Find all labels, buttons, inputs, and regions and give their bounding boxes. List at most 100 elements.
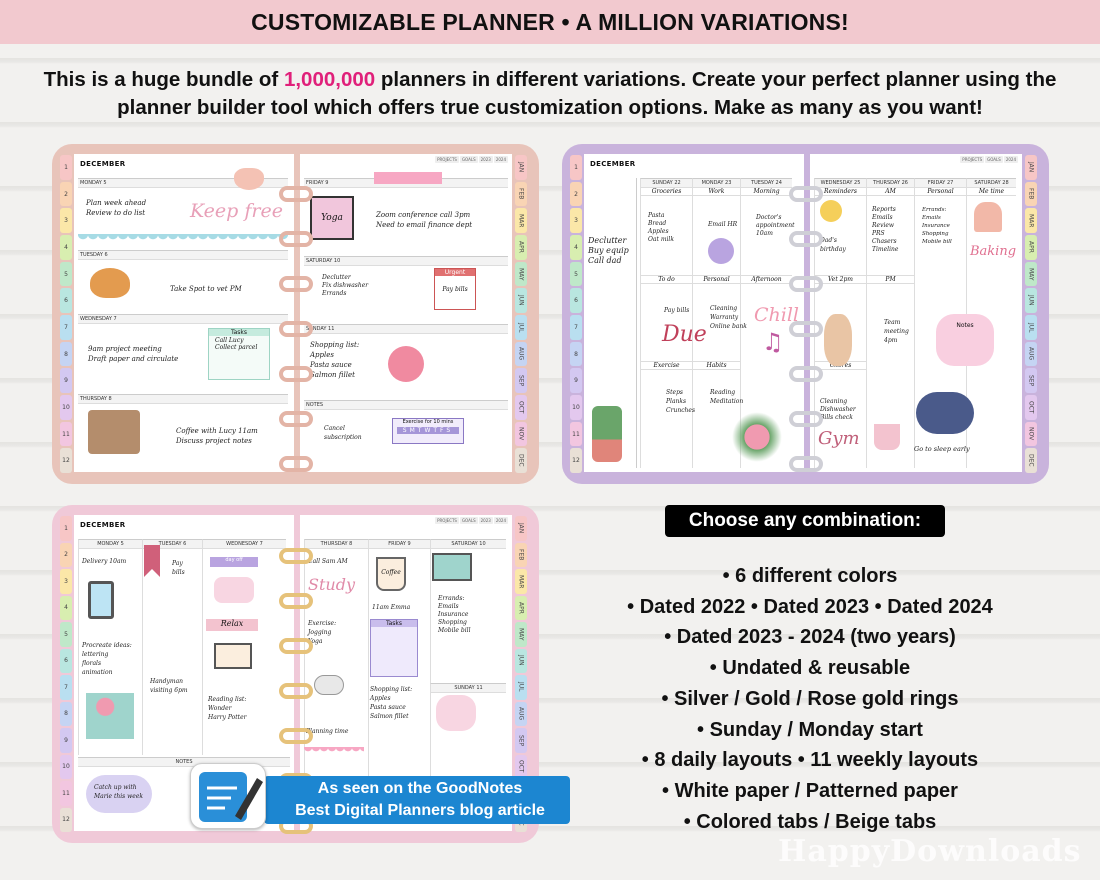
day-cell-mon: MONDAY 5: [78, 178, 288, 248]
top-tab-3[interactable]: 2024: [493, 517, 508, 524]
coffee-label: Coffee: [381, 569, 401, 576]
number-tab-1[interactable]: 2: [60, 181, 72, 207]
month-tab-10[interactable]: NOV: [1025, 421, 1037, 447]
number-tab-2[interactable]: 3: [60, 208, 72, 234]
number-tab-6[interactable]: 7: [60, 315, 72, 340]
top-tab-1[interactable]: GOALS: [459, 517, 478, 524]
binder-ring: [789, 186, 823, 202]
feature-list: • 6 different colors• Dated 2022 • Dated…: [560, 561, 1060, 837]
month-tab-1[interactable]: FEB: [515, 181, 527, 207]
top-tab-0[interactable]: PROJECTS: [435, 156, 459, 163]
number-tab-1[interactable]: 2: [60, 542, 72, 567]
month-tab-8[interactable]: SEP: [515, 728, 527, 753]
number-tab-6[interactable]: 7: [570, 315, 582, 340]
number-tab-10[interactable]: 11: [60, 781, 72, 806]
month-tab-0[interactable]: JAN: [1025, 155, 1037, 180]
number-tab-11[interactable]: 12: [60, 807, 72, 832]
month-tab-11[interactable]: DEC: [1025, 448, 1037, 474]
number-tab-11[interactable]: 12: [570, 448, 582, 474]
number-tab-5[interactable]: 6: [570, 288, 582, 314]
number-tab-1[interactable]: 2: [570, 181, 582, 207]
top-tab-2[interactable]: 2024: [1003, 156, 1018, 163]
number-tab-4[interactable]: 5: [60, 261, 72, 287]
number-tab-4[interactable]: 5: [570, 261, 582, 287]
top-tab-1[interactable]: GOALS: [985, 156, 1003, 163]
month-tab-8[interactable]: SEP: [515, 368, 527, 394]
number-tab-5[interactable]: 6: [60, 288, 72, 314]
month-tab-4[interactable]: MAY: [515, 622, 527, 647]
number-tab-2[interactable]: 3: [60, 569, 72, 594]
top-tab-0[interactable]: PROJECTS: [960, 156, 985, 163]
top-tab-0[interactable]: PROJECTS: [435, 517, 459, 524]
number-tab-9[interactable]: 10: [60, 754, 72, 779]
month-tab-0[interactable]: JAN: [515, 516, 527, 541]
top-tab-1[interactable]: GOALS: [459, 156, 478, 163]
number-tab-0[interactable]: 1: [570, 155, 582, 180]
month-tab-5[interactable]: JUN: [515, 288, 527, 314]
number-tab-9[interactable]: 10: [570, 395, 582, 420]
chores-note: Cleaning Dishwasher Bills check: [820, 398, 856, 421]
month-tab-4[interactable]: MAY: [515, 261, 527, 287]
day-cell-sat: SATURDAY 10: [304, 256, 508, 322]
month-tab-5[interactable]: JUN: [515, 648, 527, 673]
number-tab-10[interactable]: 11: [570, 421, 582, 447]
month-tab-6[interactable]: JUL: [1025, 315, 1037, 340]
top-tab-2[interactable]: 2023: [478, 156, 493, 163]
number-tab-3[interactable]: 4: [60, 595, 72, 620]
month-tab-11[interactable]: DEC: [515, 448, 527, 474]
month-tab-0[interactable]: JAN: [515, 155, 527, 180]
number-tab-7[interactable]: 8: [570, 341, 582, 367]
thu-note: Coffee with Lucy 11am Discuss project no…: [176, 427, 258, 445]
month-tab-4[interactable]: MAY: [1025, 261, 1037, 287]
watermark: HappyDownloads: [778, 834, 1082, 869]
section-header: Me time: [967, 187, 1016, 196]
month-tab-7[interactable]: AUG: [515, 341, 527, 367]
month-tab-1[interactable]: FEB: [1025, 181, 1037, 207]
month-tab-6[interactable]: JUL: [515, 675, 527, 700]
number-tab-4[interactable]: 5: [60, 622, 72, 647]
intro-text: This is a huge bundle of 1,000,000 plann…: [10, 66, 1090, 122]
number-tab-9[interactable]: 10: [60, 395, 72, 420]
month-tab-9[interactable]: OCT: [515, 754, 527, 779]
month-tab-3[interactable]: APR: [1025, 235, 1037, 260]
month-tab-5[interactable]: JUN: [1025, 288, 1037, 314]
number-tab-8[interactable]: 9: [60, 368, 72, 394]
cart-icon: [388, 346, 424, 382]
urgent-title: Urgent: [435, 269, 475, 276]
fri-note: Zoom conference call 3pm Need to email f…: [376, 211, 473, 229]
month-tab-1[interactable]: FEB: [515, 542, 527, 567]
number-tab-10[interactable]: 11: [60, 421, 72, 447]
number-tab-0[interactable]: 1: [60, 155, 72, 180]
binder-ring: [789, 321, 823, 337]
number-tab-3[interactable]: 4: [570, 235, 582, 260]
top-tab-3[interactable]: 2024: [493, 156, 508, 163]
month-tab-9[interactable]: OCT: [1025, 395, 1037, 420]
number-tab-2[interactable]: 3: [570, 208, 582, 234]
month-tab-2[interactable]: MAR: [1025, 208, 1037, 234]
month-tab-3[interactable]: APR: [515, 595, 527, 620]
month-tab-9[interactable]: OCT: [515, 395, 527, 420]
month-tab-8[interactable]: SEP: [1025, 368, 1037, 394]
number-tab-0[interactable]: 1: [60, 516, 72, 541]
number-tab-7[interactable]: 8: [60, 701, 72, 726]
washi-tape: [374, 172, 442, 184]
top-tab-2[interactable]: 2023: [478, 517, 493, 524]
number-tab-11[interactable]: 12: [60, 448, 72, 474]
month-tab-7[interactable]: AUG: [515, 701, 527, 726]
number-tab-5[interactable]: 6: [60, 648, 72, 673]
scallop-border: [78, 234, 288, 244]
month-tab-10[interactable]: NOV: [515, 421, 527, 447]
month-tab-2[interactable]: MAR: [515, 569, 527, 594]
number-tab-3[interactable]: 4: [60, 235, 72, 260]
sleep-note: Go to sleep early: [914, 445, 970, 453]
number-tab-6[interactable]: 7: [60, 675, 72, 700]
number-tab-8[interactable]: 9: [60, 728, 72, 753]
month-tab-6[interactable]: JUL: [515, 315, 527, 340]
number-tab-7[interactable]: 8: [60, 341, 72, 367]
month-tab-3[interactable]: APR: [515, 235, 527, 260]
month-tab-7[interactable]: AUG: [1025, 341, 1037, 367]
month-tab-2[interactable]: MAR: [515, 208, 527, 234]
number-tab-8[interactable]: 9: [570, 368, 582, 394]
